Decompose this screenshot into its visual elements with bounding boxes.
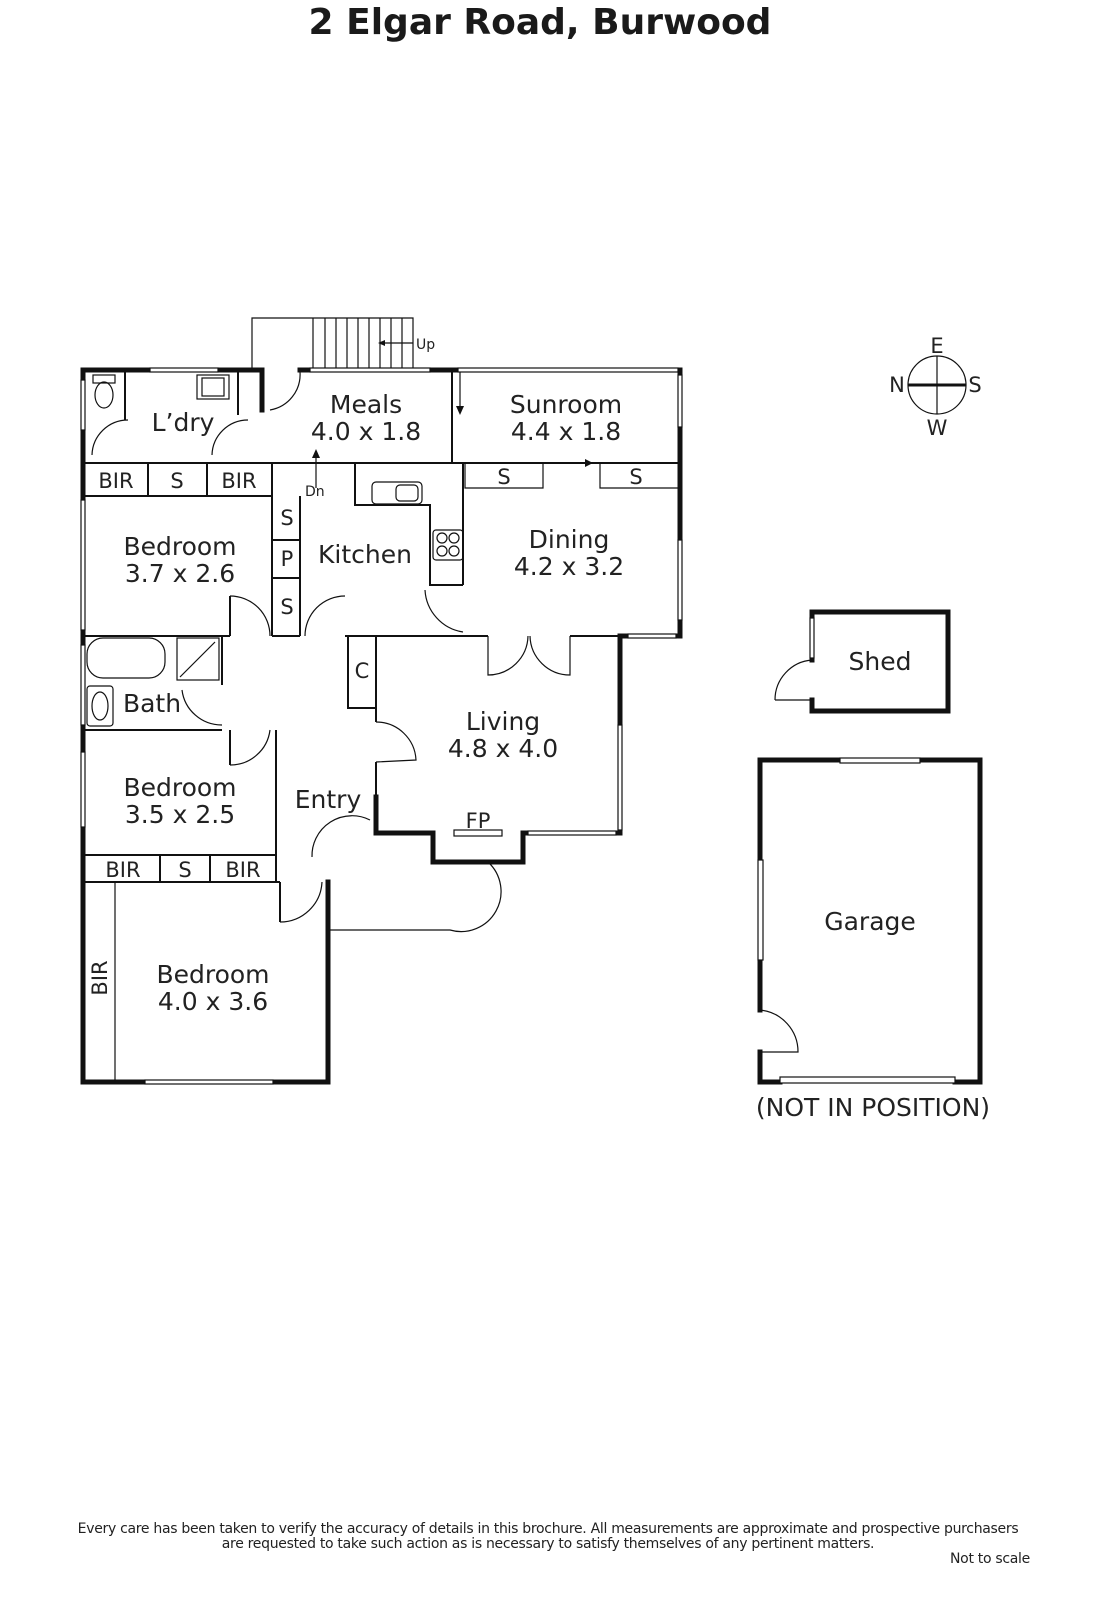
bir-label: BIR [88,960,112,995]
stairs [251,317,414,370]
disclaimer-line-2: are requested to take such action as is … [221,1536,875,1552]
shelf-label: S [629,465,642,489]
windows [80,367,683,1085]
compass-south: S [968,373,981,397]
room-garage: Garage [824,907,916,936]
bir-label: BIR [98,469,133,493]
room-laundry: L’dry [152,408,215,437]
compass-icon [907,355,967,415]
compass-east: E [930,334,943,358]
shelf-label: S [170,469,183,493]
bir-label: BIR [225,858,260,882]
room-bedroom-3: Bedroom [156,960,269,989]
stairs-down-label: Dn [305,484,325,500]
shelf-label: S [280,595,293,619]
fireplace-label: FP [466,809,491,833]
room-bath: Bath [123,689,181,718]
bir-label: BIR [105,858,140,882]
room-sunroom: Sunroom [510,390,622,419]
shelf-label: S [280,506,293,530]
room-living-size: 4.8 x 4.0 [448,734,558,763]
room-sunroom-size: 4.4 x 1.8 [511,417,621,446]
room-shed: Shed [849,647,912,676]
room-kitchen: Kitchen [318,540,412,569]
room-bedroom-1-size: 3.7 x 2.6 [125,559,235,588]
room-bedroom-2-size: 3.5 x 2.5 [125,800,235,829]
compass-west: W [927,416,948,440]
room-entry: Entry [295,785,362,814]
cupboard-label: C [355,659,370,683]
room-bedroom-2: Bedroom [123,773,236,802]
appliances [86,374,464,727]
shelf-label: S [497,465,510,489]
door-swings [91,370,571,933]
disclaimer-line-1: Every care has been taken to verify the … [77,1521,1019,1537]
garage-outline [757,757,983,1085]
room-meals: Meals [330,390,402,419]
garage-position-note: (NOT IN POSITION) [756,1093,990,1122]
compass-north: N [889,373,905,397]
room-living: Living [466,707,540,736]
shed-outline [774,609,951,714]
room-bedroom-3-size: 4.0 x 3.6 [158,987,268,1016]
page-title: 2 Elgar Road, Burwood [309,2,772,43]
room-bedroom-1: Bedroom [123,532,236,561]
pantry-label: P [281,547,294,571]
bir-label: BIR [221,469,256,493]
stairs-up-label: Up [416,337,435,353]
room-dining: Dining [529,525,610,554]
room-meals-size: 4.0 x 1.8 [311,417,421,446]
shelf-label: S [178,858,191,882]
room-dining-size: 4.2 x 3.2 [514,552,624,581]
scale-note: Not to scale [950,1551,1030,1567]
